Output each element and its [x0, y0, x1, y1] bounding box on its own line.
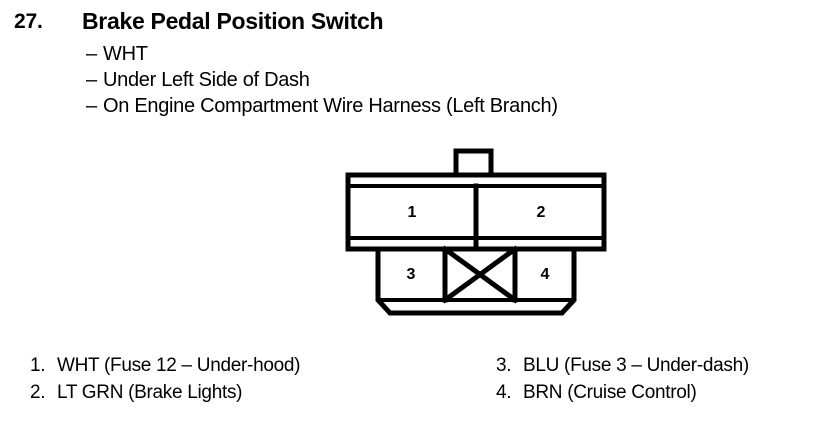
legend-column-right: 3. BLU (Fuse 3 – Under-dash) 4. BRN (Cruis…: [496, 352, 749, 406]
legend-item-index: 4.: [496, 382, 512, 403]
blank-cavity-x-icon: [441, 245, 519, 304]
connector-diagram: 1 2 3 4: [345, 148, 607, 330]
detail-item: –Under Left Side of Dash: [86, 67, 558, 93]
legend-item: 3. BLU (Fuse 3 – Under-dash): [496, 352, 749, 379]
legend-column-left: 1. WHT (Fuse 12 – Under-hood) 2. LT GRN (B…: [30, 352, 300, 406]
pin-label-4: 4: [541, 266, 550, 283]
detail-item-text: On Engine Compartment Wire Harness (Left…: [103, 95, 558, 117]
legend-item-text: WHT (Fuse 12 – Under-hood): [57, 355, 301, 376]
detail-item-text: WHT: [103, 43, 148, 65]
legend: 1. WHT (Fuse 12 – Under-hood) 2. LT GRN (B…: [0, 352, 832, 412]
legend-item-text: BLU (Fuse 3 – Under-dash): [523, 355, 749, 376]
detail-item-text: Under Left Side of Dash: [103, 69, 310, 91]
legend-item-index: 3.: [496, 355, 512, 376]
legend-item: 4. BRN (Cruise Control): [496, 379, 749, 406]
dash-marker-icon: –: [86, 69, 97, 91]
legend-item-text: BRN (Cruise Control): [523, 382, 697, 403]
dash-marker-icon: –: [86, 95, 97, 117]
legend-item-index: 1.: [30, 355, 46, 376]
entry-number: 27.: [14, 10, 43, 33]
detail-list: –WHT –Under Left Side of Dash –On Engine…: [86, 41, 558, 119]
locking-tab: [453, 148, 494, 178]
lower-body-outline: [375, 246, 577, 316]
legend-item: 2. LT GRN (Brake Lights): [30, 379, 300, 406]
page-title: Brake Pedal Position Switch: [82, 8, 384, 34]
dash-marker-icon: –: [86, 43, 97, 65]
pin-label-3: 3: [407, 266, 416, 283]
legend-item-text: LT GRN (Brake Lights): [57, 382, 243, 403]
legend-item: 1. WHT (Fuse 12 – Under-hood): [30, 352, 300, 379]
pin-label-1: 1: [408, 204, 417, 221]
detail-item: –WHT: [86, 41, 558, 67]
detail-item: –On Engine Compartment Wire Harness (Lef…: [86, 93, 558, 119]
legend-item-index: 2.: [30, 382, 46, 403]
pin-label-2: 2: [537, 204, 546, 221]
